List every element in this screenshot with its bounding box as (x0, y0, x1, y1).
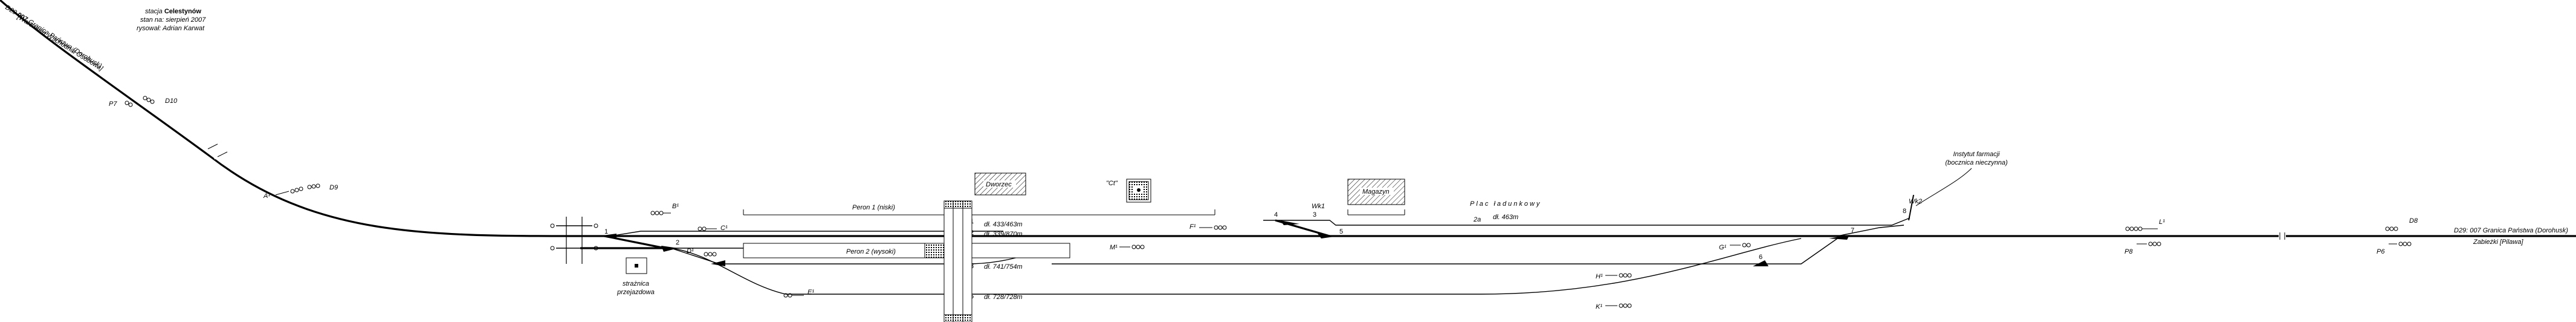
warehouse: Magazyn (1347, 179, 1405, 215)
signal-g: G¹ (1719, 243, 1751, 251)
signal-l: L¹ (2125, 218, 2165, 231)
signal-g-label: G¹ (1719, 244, 1727, 251)
ct-mark: "Ct" (1106, 179, 1151, 203)
right-line-label: D29: 007 Granica Państwa (Dorohusk) (2454, 227, 2568, 234)
institute-siding: Instytut farmacji (bocznica nieczynna) (1908, 151, 2008, 221)
switch-wk1: Wk1 (1312, 203, 1325, 210)
switch-1: 1 (604, 228, 608, 235)
guard-post-label-1: strażnica (623, 280, 649, 288)
signal-f-label: F¹ (1189, 223, 1196, 231)
signal-d9: D9 (307, 183, 338, 191)
station-name: Celestynów (164, 8, 202, 15)
state-date: stan na: sierpień 2007 (140, 16, 206, 24)
switch-3: 3 (1313, 211, 1316, 218)
svg-text:stacja Celestynów: stacja Celestynów (145, 8, 201, 15)
signal-c: C¹ (697, 225, 728, 232)
right-direction: Zabieżki [Pilawa] (2473, 238, 2523, 246)
switch-6: 6 (1759, 254, 1762, 261)
track-5-len: dł. 728/728m (984, 294, 1023, 301)
signal-e: E¹ (783, 289, 814, 298)
signal-d9-label: D9 (329, 184, 338, 191)
switch-2: 2 (676, 239, 679, 246)
left-direction: [Warszawa Wschodnia Osobowa] (16, 13, 105, 73)
signal-d8-label: D8 (2409, 217, 2418, 225)
switch-7: 7 (1851, 227, 1854, 234)
loading-yard-label: Plac ładunkowy (1470, 200, 1541, 208)
track-2-len: dł. 339/870m (984, 231, 1023, 238)
signal-p7: P7 (109, 100, 133, 108)
signal-b-label: B¹ (672, 203, 679, 210)
signal-a1: A¹ (263, 186, 303, 200)
track-1-len: dł. 433/463m (984, 221, 1023, 228)
signal-h: H¹ (1596, 273, 1632, 280)
right-line-labels: D29: 007 Granica Państwa (Dorohusk) Zabi… (2454, 227, 2568, 246)
signal-p8: P8 (2125, 242, 2161, 255)
signal-m-label: M¹ (1110, 244, 1118, 251)
signal-a1-label: A¹ (263, 192, 270, 200)
signal-d-label: D¹ (687, 248, 694, 255)
signal-p6-label: P6 (2377, 248, 2385, 255)
signal-e-label: E¹ (807, 289, 814, 296)
pedestrian-crossing (943, 200, 972, 322)
guard-post-label-2: przejazdowa (616, 289, 655, 296)
switches: 1 2 4 Wk1 3 5 6 7 8 Wk2 (598, 198, 1922, 266)
ct-mark-label: "Ct" (1106, 180, 1118, 187)
signal-p6: P6 (2377, 242, 2412, 255)
guard-post: strażnica przejazdowa (616, 257, 655, 296)
signal-d: D¹ (687, 248, 717, 257)
warehouse-label: Magazyn (1362, 188, 1390, 196)
switch-5: 5 (1339, 228, 1343, 235)
signal-k: K¹ (1596, 303, 1632, 310)
platform-2: Peron 2 (wysoki) (743, 243, 1070, 258)
track-3-len: dł. 741/754m (984, 263, 1023, 271)
institute-label-1: Instytut farmacji (1953, 151, 2000, 158)
signal-m: M¹ (1110, 244, 1145, 251)
station-prefix: stacja (145, 8, 163, 15)
track-2a-len: dł. 463m (1493, 214, 1518, 221)
main-line-left: D29 007 Granica Państwa (Dorohusk) [Wars… (0, 0, 581, 237)
platform-1: Peron 1 (niski) (743, 204, 1215, 215)
switch-wk2: Wk2 (1909, 198, 1922, 205)
switch-4: 4 (1274, 211, 1278, 218)
signal-h-label: H¹ (1596, 273, 1603, 280)
signal-b: B¹ (650, 203, 679, 215)
header-block: stacja Celestynów stan na: sierpień 2007… (137, 8, 206, 32)
station-building-label: Dworzec (986, 181, 1012, 188)
platform-2-label: Peron 2 (wysoki) (846, 248, 896, 255)
author: rysował: Adrian Karwat (137, 25, 205, 32)
track-2a-num: 2a (1473, 216, 1481, 223)
signal-d10: D10 (143, 96, 178, 105)
signal-f: F¹ (1189, 223, 1227, 231)
platform-1-label: Peron 1 (niski) (852, 204, 895, 211)
signal-c-label: C¹ (720, 225, 728, 232)
institute-label-2: (bocznica nieczynna) (1945, 159, 2008, 166)
signal-l-label: L¹ (2159, 218, 2165, 226)
station-building: Dworzec (974, 172, 1026, 196)
signal-k-label: K¹ (1596, 303, 1602, 310)
track-labels: 1 dł. 433/463m 2 dł. 339/870m 3 dł. 741/… (970, 214, 1518, 301)
signal-d8: D8 (2385, 217, 2418, 231)
signal-d10-label: D10 (165, 97, 178, 105)
level-crossing (550, 217, 598, 264)
switch-8: 8 (1903, 208, 1906, 215)
signal-p7-label: P7 (109, 100, 117, 108)
signal-p8-label: P8 (2125, 248, 2133, 255)
